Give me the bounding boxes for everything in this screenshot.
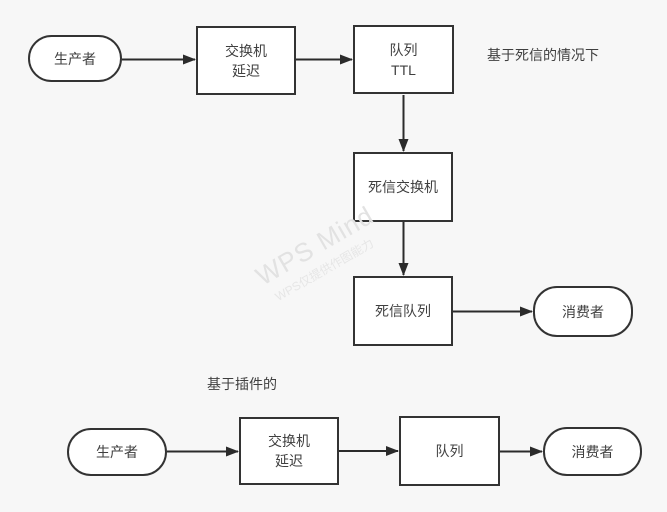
node-label: 死信队列: [375, 303, 431, 319]
node-queue-ttl[interactable]: 队列 TTL: [353, 25, 454, 94]
node-label: 消费者: [571, 443, 614, 460]
node-consumer-dead-letter[interactable]: 消费者: [533, 286, 633, 337]
node-label: 队列 TTL: [389, 41, 418, 78]
node-dead-letter-queue[interactable]: 死信队列: [353, 276, 453, 346]
node-label: 死信交换机: [368, 179, 438, 195]
section-label-dead-letter[interactable]: 基于死信的情况下: [487, 47, 599, 63]
node-producer-dead-letter[interactable]: 生产者: [28, 35, 122, 82]
node-producer-plugin[interactable]: 生产者: [67, 428, 167, 476]
node-label: 消费者: [562, 303, 604, 320]
node-label: 交换机 延迟: [225, 42, 267, 79]
node-label: 队列: [435, 443, 464, 459]
node-consumer-plugin[interactable]: 消费者: [543, 427, 642, 476]
node-exchange-delay-plugin[interactable]: 交换机 延迟: [239, 417, 339, 485]
node-label: 生产者: [96, 444, 138, 460]
node-label: 交换机 延迟: [268, 433, 310, 469]
node-label: 生产者: [54, 50, 96, 67]
node-dead-letter-exchange[interactable]: 死信交换机: [353, 152, 453, 222]
section-label-plugin[interactable]: 基于插件的: [207, 376, 277, 392]
node-queue-plugin[interactable]: 队列: [399, 416, 500, 486]
node-exchange-delay-dead-letter[interactable]: 交换机 延迟: [196, 26, 296, 95]
